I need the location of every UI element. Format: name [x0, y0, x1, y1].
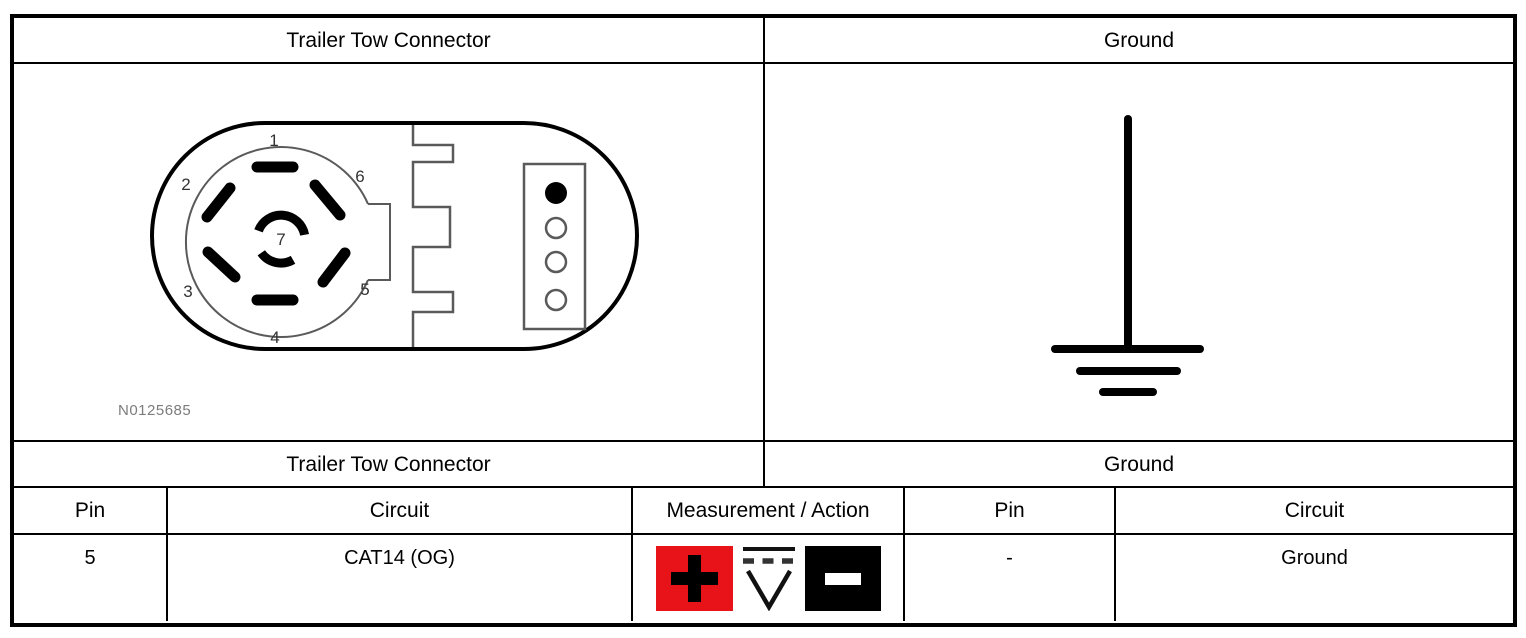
pin-circle-keyway: [368, 203, 391, 281]
pin-7-terminal: [254, 210, 310, 268]
column-header-measurement: Measurement / Action: [666, 499, 870, 522]
minus-bar: [824, 572, 861, 585]
pin-label-5: 5: [360, 280, 369, 299]
col-divider-circuit-left: [631, 486, 633, 621]
column-header-pin-left: Pin: [74, 499, 106, 522]
pin-6-terminal: [309, 179, 346, 221]
cell-pin-left: 5: [84, 547, 96, 569]
pin-5-terminal: [317, 247, 351, 288]
pin-label-1: 1: [269, 131, 278, 150]
column-header-circuit-right: Circuit: [1284, 499, 1345, 522]
cell-pin-right: -: [1006, 547, 1013, 569]
latch-hole-open-2: [544, 250, 568, 274]
pin-number-labels: 1 2 3 4 5 6 7: [181, 131, 369, 347]
subheader-left-title: Trailer Tow Connector: [286, 452, 491, 476]
positive-lead-icon: [655, 545, 733, 611]
column-header-circuit-left: Circuit: [369, 499, 430, 522]
col-divider-pin-right: [1114, 486, 1116, 621]
pin-label-7: 7: [276, 230, 285, 249]
connector-body-outline: [150, 121, 639, 351]
voltmeter-icon: [742, 547, 795, 611]
header-right-title: Ground: [1103, 28, 1175, 52]
pin-label-2: 2: [181, 175, 190, 194]
header-left-title: Trailer Tow Connector: [286, 28, 491, 52]
pin-label-6: 6: [355, 167, 364, 186]
pin-label-4: 4: [270, 328, 279, 347]
figure-number-label: N0125685: [118, 402, 192, 419]
ground-symbol-lines: [1051, 115, 1204, 396]
row-divider-4: [14, 533, 1513, 535]
pin-circle-outline: [184, 146, 369, 338]
ground-symbol: [1051, 115, 1204, 396]
pin-3-terminal: [202, 246, 241, 283]
pin-2-terminal: [201, 182, 236, 223]
voltmeter-v-glyph: [745, 569, 792, 611]
col-divider-measurement: [903, 486, 905, 621]
latch-hole-open-3: [544, 288, 568, 312]
plus-vertical-bar: [687, 554, 701, 602]
cell-circuit-left: CAT14 (OG): [344, 547, 455, 569]
subheader-right-title: Ground: [1103, 452, 1175, 476]
pin-label-3: 3: [183, 282, 192, 301]
column-header-pin-right: Pin: [994, 499, 1025, 522]
latch-hole-filled: [545, 182, 567, 204]
trailer-tow-connector-diagram: 1 2 3 4 5 6 7: [150, 121, 639, 351]
latch-hole-open-1: [544, 216, 568, 240]
measurement-action-icons: [633, 535, 903, 621]
negative-lead-icon: [804, 545, 881, 611]
pin-terminal-bars: [201, 161, 351, 306]
connector-internal-wall: [411, 125, 455, 347]
cell-circuit-right: Ground: [1281, 547, 1348, 569]
col-divider-pin-left: [166, 486, 168, 621]
center-column-divider: [763, 18, 765, 488]
connector-test-table: Trailer Tow Connector Ground: [10, 14, 1517, 627]
